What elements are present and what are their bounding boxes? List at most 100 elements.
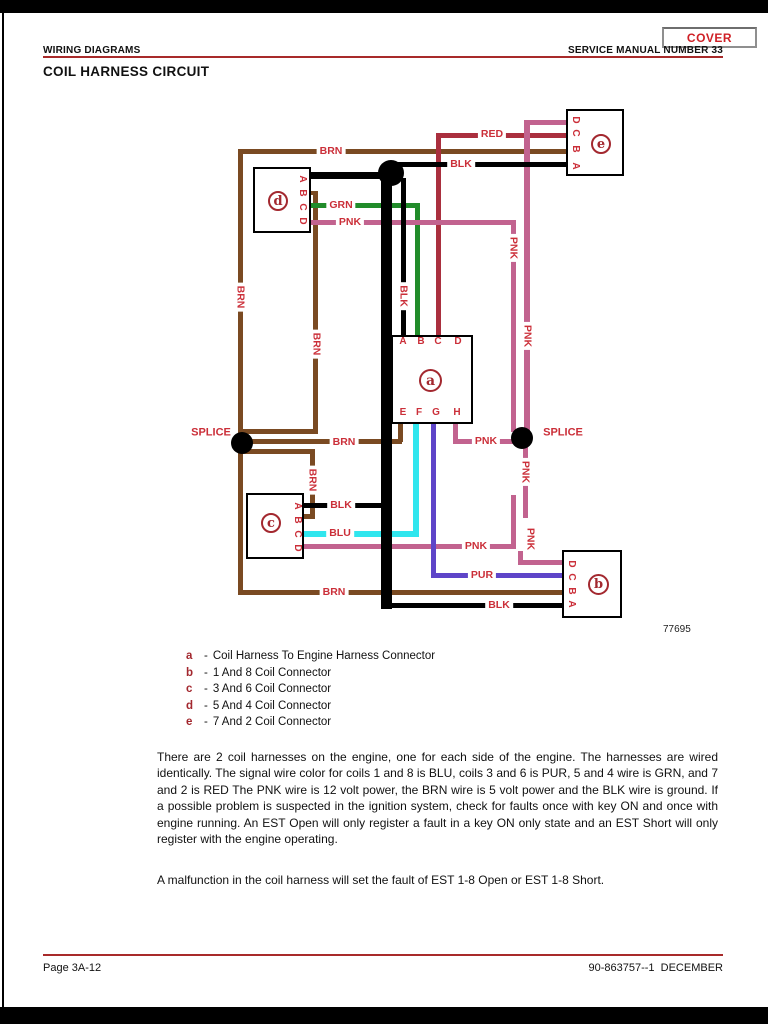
pin-a-G: G [432,407,440,418]
wire-label-brn: BRN [233,282,247,312]
wire-label-grn: GRN [326,198,356,212]
wire-label-pnk: PNK [471,434,501,448]
pin-d-C: C [297,203,308,211]
wire-label-pur: PUR [467,568,497,582]
wire-pnk-c-d-upstub [511,495,516,548]
pin-a-C: C [434,336,442,347]
wire-label-brn: BRN [305,465,319,495]
wire-pur-vertical [431,424,436,577]
junction-dot [378,160,404,186]
legend-separator: - [204,699,208,712]
legend-separator: - [204,666,208,679]
footer-rule [43,954,723,956]
pin-a-E: E [399,407,407,418]
wire-grn-horizontal [311,203,420,208]
legend-desc: Coil Harness To Engine Harness Connector [212,650,436,662]
legend-item-a: a - Coil Harness To Engine Harness Conne… [186,650,435,667]
pin-c-B: B [292,516,303,524]
wire-label-pnk: PNK [506,233,520,263]
legend-desc: 1 And 8 Coil Connector [212,666,332,679]
legend-separator: - [204,716,208,729]
wire-brn-splice-to-d [242,429,318,434]
legend-item-d: d - 5 And 4 Coil Connector [186,700,435,717]
wire-red-vertical [436,133,441,335]
wire-label-brn: BRN [319,585,349,599]
wire-blk-bottom [386,603,562,608]
wire-label-blu: BLU [326,526,354,540]
splice-dot-left [231,432,253,454]
wire-label-blk: BLK [447,157,475,171]
pin-a-A: A [399,336,407,347]
wire-label-pnk: PNK [461,539,491,553]
wire-label-brn: BRN [309,329,323,359]
wire-label-red: RED [477,127,507,141]
figure-number: 77695 [663,624,691,635]
pin-b-C: C [566,573,577,581]
pin-a-B: B [417,336,425,347]
top-black-bar [0,0,768,13]
wire-brn-d-b-vertical [313,191,318,434]
legend-key: c [186,683,193,696]
pin-a-H: H [453,407,461,418]
legend: a - Coil Harness To Engine Harness Conne… [186,650,435,733]
pin-b-A: A [566,600,577,608]
pin-e-B: B [570,145,581,153]
wire-blk-d-a [311,172,381,179]
pin-c-A: A [292,502,303,510]
wire-brn-splice-to-a [242,439,402,444]
wire-blk-to-e [391,162,566,167]
wire-pnk-e-horizontal [525,120,566,125]
pin-d-B: B [297,189,308,197]
wire-label-pnk: PNK [520,321,534,351]
splice-label-left: SPLICE [191,426,231,439]
splice-dot-right [511,427,533,449]
wire-pnk-b-d-stub [518,551,523,565]
wire-label-pnk: PNK [518,457,532,487]
wire-label-brn: BRN [329,435,359,449]
legend-key: e [186,716,193,729]
legend-separator: - [204,650,208,662]
splice-label-right: SPLICE [543,426,583,439]
footer-doc-number: 90-863757--1 DECEMBER [588,962,723,974]
wire-pnk-d-horizontal [311,220,516,225]
wire-brn-bottom [238,590,562,595]
pin-a-D: D [454,336,462,347]
pin-c-C: C [292,530,303,538]
wire-brn-c-b-hook [304,514,314,519]
pin-d-A: A [297,175,308,183]
wire-label-pnk: PNK [335,215,365,229]
legend-item-c: c - 3 And 6 Coil Connector [186,683,435,700]
header-manual-number: SERVICE MANUAL NUMBER 33 [567,45,723,56]
wire-pur-horizontal [431,573,562,578]
legend-item-b: b - 1 And 8 Coil Connector [186,667,435,684]
wire-label-blk: BLK [396,282,410,310]
wire-label-blk: BLK [327,498,355,512]
pin-a-F: F [415,407,423,418]
wire-pnk-c-d-horizontal [304,544,516,549]
body-paragraph-2: A malfunction in the coil harness will s… [157,873,605,887]
pin-e-C: C [570,129,581,137]
pin-e-D: D [570,116,581,124]
wire-pnk-b-d-horizontal [520,560,562,565]
legend-key: b [186,666,194,679]
pin-b-B: B [566,587,577,595]
wire-brn-splice-to-c [242,449,314,454]
legend-key: a [186,650,193,662]
connector-letter-e: e [591,134,611,154]
pin-b-D: D [566,560,577,568]
legend-separator: - [204,683,208,696]
wire-blk-thin-vertical [401,178,406,335]
footer-page-number: Page 3A-12 [43,962,102,974]
wire-pnk-a-h-stub [453,424,458,441]
header-section-label: WIRING DIAGRAMS [43,45,141,56]
left-edge-line [2,13,4,1007]
wire-brn-top [240,149,566,154]
wire-label-brn: BRN [316,144,346,158]
header-rule [43,56,723,58]
legend-key: d [186,699,194,712]
connector-letter-c: c [261,513,281,533]
cover-button[interactable]: COVER [662,27,757,48]
wire-blk-thick-vertical [381,166,392,609]
legend-desc: 7 And 2 Coil Connector [212,716,332,729]
